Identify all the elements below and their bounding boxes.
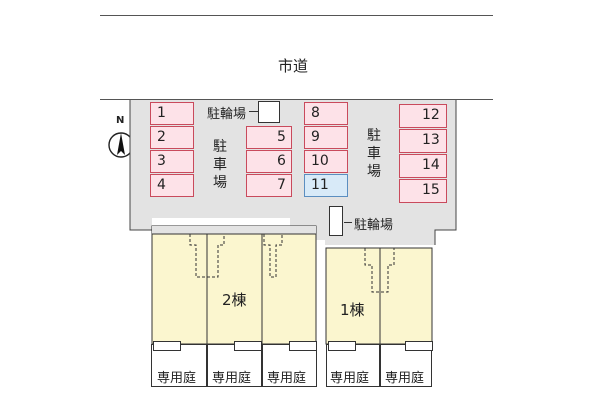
- parking-stall-5: 5: [246, 126, 292, 149]
- parking-label-left-char-1: 駐: [213, 139, 227, 155]
- private-garden-5: [380, 341, 433, 387]
- private-garden-4-label: 専用庭: [330, 371, 370, 386]
- parking-stall-10: 10: [304, 150, 348, 173]
- bike-parking-leader-right: [344, 222, 352, 223]
- road-edge-top: [100, 15, 493, 16]
- private-garden-1: [151, 341, 207, 387]
- parking-label-right-char-1: 駐: [367, 128, 381, 144]
- private-garden-2-step: [234, 341, 262, 351]
- bike-parking-label-right: 駐輪場: [354, 218, 394, 233]
- parking-stall-15: 15: [399, 179, 447, 203]
- private-garden-2-label: 専用庭: [212, 371, 252, 386]
- private-garden-5-label: 専用庭: [385, 371, 425, 386]
- bike-parking-box-right: [329, 206, 343, 236]
- parking-label-left: 駐 車 場: [212, 138, 228, 192]
- parking-label-right-char-2: 車: [367, 146, 381, 162]
- parking-label-left-char-3: 場: [213, 175, 227, 191]
- private-garden-4: [326, 341, 380, 387]
- parking-stall-7: 7: [246, 174, 292, 197]
- parking-stall-14: 14: [399, 154, 447, 178]
- parking-label-right-char-3: 場: [367, 164, 381, 180]
- private-garden-3-step: [289, 341, 317, 351]
- private-garden-3: [262, 341, 317, 387]
- compass-label: N: [116, 115, 125, 126]
- parking-stall-2: 2: [150, 126, 194, 149]
- private-garden-1-label: 専用庭: [157, 371, 197, 386]
- road-label: 市道: [278, 57, 309, 75]
- parking-stall-11: 11: [304, 174, 348, 197]
- parking-stall-1: 1: [150, 102, 194, 125]
- private-garden-4-step: [328, 341, 356, 351]
- building-2-label: 2棟: [222, 291, 247, 309]
- parking-stall-4: 4: [150, 174, 194, 197]
- parking-stall-9: 9: [304, 126, 348, 149]
- bike-parking-leader-top: [249, 111, 259, 112]
- bike-parking-label-top: 駐輪場: [207, 107, 247, 122]
- parking-stall-13: 13: [399, 129, 447, 153]
- parking-label-right: 駐 車 場: [366, 127, 382, 181]
- building-1-label: 1棟: [340, 301, 365, 319]
- parking-stall-6: 6: [246, 150, 292, 173]
- road-edge-bottom: [100, 99, 493, 100]
- private-garden-3-label: 専用庭: [267, 371, 307, 386]
- private-garden-5-step: [405, 341, 433, 351]
- private-garden-2: [207, 341, 262, 387]
- parking-stall-8: 8: [304, 102, 348, 125]
- parking-stall-12: 12: [399, 104, 447, 128]
- bike-parking-box-top: [258, 101, 280, 123]
- parking-label-left-char-2: 車: [213, 157, 227, 173]
- parking-stall-3: 3: [150, 150, 194, 173]
- private-garden-1-step: [153, 341, 181, 351]
